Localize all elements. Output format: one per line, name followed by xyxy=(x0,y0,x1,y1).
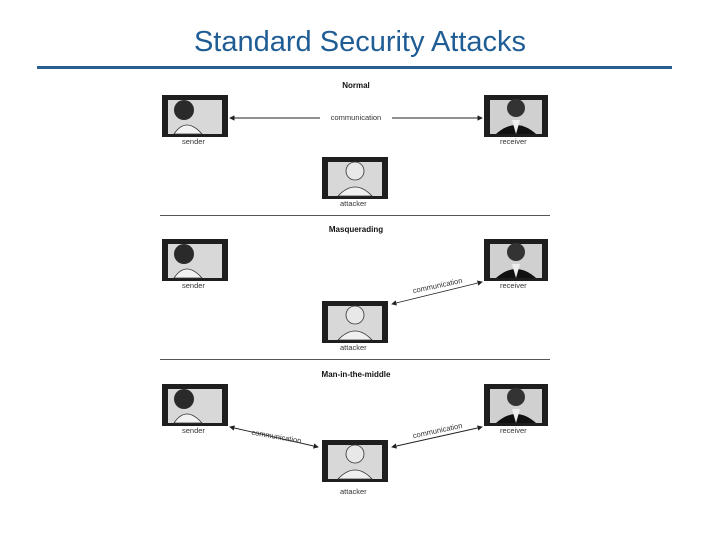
panel-man-in-the-middle: Man-in-the-middle sender receiver commun… xyxy=(160,367,550,507)
panel-title: Normal xyxy=(342,81,370,90)
attacker-label: attacker xyxy=(340,487,367,496)
communication-arrow xyxy=(391,280,483,306)
title-rule xyxy=(37,66,672,69)
communication-label-left: communication xyxy=(251,428,302,446)
slide-title: Standard Security Attacks xyxy=(193,26,527,58)
communication-label: communication xyxy=(412,276,463,295)
communication-label: communication xyxy=(331,113,381,122)
sender-portrait xyxy=(162,95,228,137)
communication-arrow-right xyxy=(391,425,483,449)
sender-portrait xyxy=(162,239,228,281)
panel-divider xyxy=(160,215,550,216)
attacker-label: attacker xyxy=(340,343,367,352)
attacker-portrait xyxy=(322,301,388,343)
panel-title: Man-in-the-middle xyxy=(322,370,391,379)
panel-divider xyxy=(160,359,550,360)
communication-arrow-left xyxy=(229,425,319,449)
receiver-label: receiver xyxy=(500,426,527,435)
receiver-label: receiver xyxy=(500,137,527,146)
receiver-label: receiver xyxy=(500,281,527,290)
attacker-portrait xyxy=(322,157,388,199)
sender-label: sender xyxy=(182,426,205,435)
receiver-portrait xyxy=(484,384,548,426)
attacker-portrait xyxy=(322,440,388,482)
panel-masquerading: Masquerading sender receiver communicati… xyxy=(160,222,550,362)
sender-portrait xyxy=(162,384,228,426)
attacker-label: attacker xyxy=(340,199,367,208)
sender-label: sender xyxy=(182,281,205,290)
panel-title: Masquerading xyxy=(329,225,383,234)
panel-normal: Normal sender receiver communication xyxy=(160,78,550,218)
receiver-portrait xyxy=(484,95,548,137)
receiver-portrait xyxy=(484,239,548,281)
sender-label: sender xyxy=(182,137,205,146)
